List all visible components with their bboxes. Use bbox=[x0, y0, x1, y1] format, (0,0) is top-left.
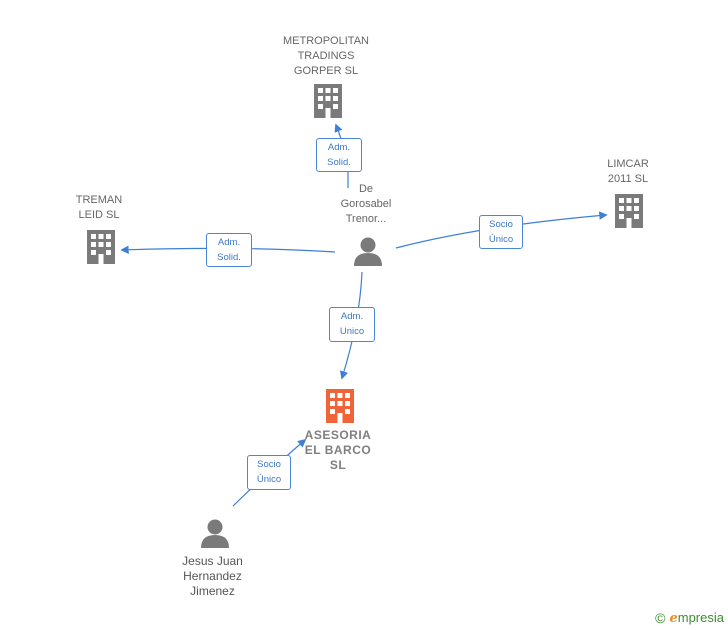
edge-label-to-treman: Adm. Solid. bbox=[206, 233, 252, 267]
copyright-symbol: © bbox=[655, 610, 666, 626]
building-icon-limcar[interactable] bbox=[615, 194, 643, 228]
node-label-metropolitan[interactable]: METROPOLITAN TRADINGS GORPER SL bbox=[283, 35, 369, 77]
brand-logo: © empresia bbox=[655, 610, 724, 626]
brand-name: empresia bbox=[669, 610, 724, 626]
building-icon-asesoria[interactable] bbox=[326, 389, 354, 423]
person-icon-center[interactable] bbox=[354, 237, 382, 267]
building-icon-treman[interactable] bbox=[87, 230, 115, 264]
edge-label-jesus-to-asesoria: Socio Único bbox=[247, 455, 291, 490]
node-label-jesus[interactable]: Jesus Juan Hernandez Jimenez bbox=[182, 554, 243, 598]
person-icon-jesus[interactable] bbox=[201, 519, 229, 549]
node-label-center-person[interactable]: De Gorosabel Trenor... bbox=[340, 183, 392, 225]
node-label-limcar[interactable]: LIMCAR 2011 SL bbox=[607, 158, 649, 185]
node-label-treman[interactable]: TREMAN LEID SL bbox=[75, 194, 123, 221]
edge-label-to-metropolitan: Adm. Solid. bbox=[316, 138, 362, 172]
building-icon-metropolitan[interactable] bbox=[314, 84, 342, 118]
edge-label-to-limcar: Socio Único bbox=[479, 215, 523, 249]
node-label-asesoria[interactable]: ASESORIA EL BARCO SL bbox=[304, 428, 372, 472]
edge-label-to-asesoria: Adm. Unico bbox=[329, 307, 375, 342]
